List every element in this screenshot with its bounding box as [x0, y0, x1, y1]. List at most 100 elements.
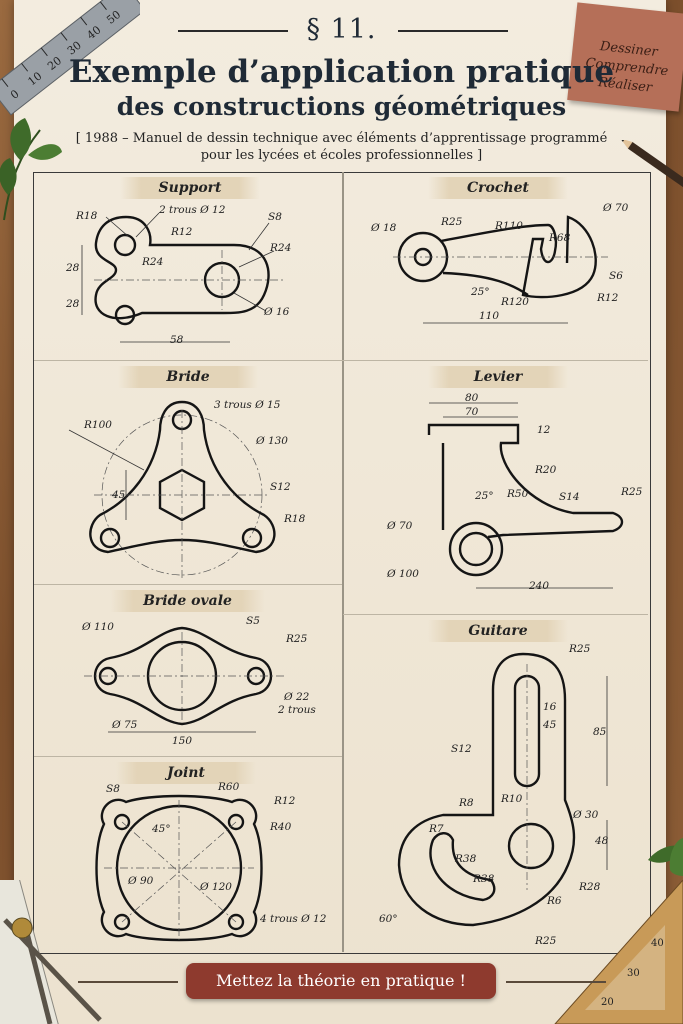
drawing-joint: S8 R60 R12 45° R40 Ø 90 Ø 120 4 trous Ø … — [95, 781, 327, 942]
dim-label: 25° — [474, 490, 494, 502]
dim-label: R40 — [269, 821, 292, 833]
footer-rule — [506, 981, 606, 983]
dim-label: S8 — [106, 783, 120, 795]
dim-label: 28 — [65, 262, 80, 274]
dim-label: 25° — [470, 286, 490, 298]
dim-label: R25 — [534, 935, 557, 947]
drawing-bride-ovale: Ø 110 S5 R25 Ø 22 2 trous Ø 75 150 — [81, 615, 316, 747]
panel-title-joint: Joint — [116, 762, 256, 784]
panel-title-crochet: Crochet — [428, 177, 568, 199]
dim-label: 2 trous Ø 12 — [158, 204, 226, 216]
dim-label: S12 — [451, 743, 472, 755]
compass — [0, 880, 102, 1024]
dim-label: 16 — [543, 701, 557, 713]
footer-rule — [78, 981, 178, 983]
dim-label: R68 — [548, 232, 571, 244]
dim-label: R25 — [440, 216, 463, 228]
dim-label: R50 — [506, 488, 529, 500]
dim-label: Ø 18 — [370, 222, 397, 234]
dim-label: 60° — [379, 913, 398, 925]
dim-label: R24 — [269, 242, 291, 254]
section-number: § 11. — [306, 14, 377, 45]
dim-label: R100 — [83, 419, 112, 431]
dim-label: 45° — [151, 823, 171, 835]
drawing-crochet: Ø 70 Ø 18 R25 R110 R68 S6 25° R120 R12 1… — [370, 202, 629, 324]
dim-label: S14 — [559, 491, 580, 503]
dim-label: R6 — [546, 895, 562, 907]
panel-title-support: Support — [120, 177, 260, 199]
dim-label: Ø 16 — [263, 306, 290, 318]
panel-divider — [34, 756, 342, 757]
drawing-support: R18 2 trous Ø 12 S8 R12 R24 R24 28 28 Ø … — [65, 204, 291, 346]
dim-label: 2 trous — [277, 704, 316, 716]
dim-label: S5 — [246, 615, 260, 627]
dim-label: Ø 75 — [111, 719, 138, 731]
dim-label: 240 — [528, 580, 549, 592]
practice-button[interactable]: Mettez la théorie en pratique ! — [186, 963, 496, 999]
dim-label: R25 — [285, 633, 308, 645]
dim-label: Ø 130 — [255, 435, 288, 447]
panel-divider — [343, 614, 648, 615]
paper-sheet — [14, 0, 666, 1024]
dim-label: R38 — [454, 853, 477, 865]
dim-label: 48 — [594, 835, 609, 847]
dim-label: R20 — [534, 464, 557, 476]
subtitle-line: pour les lycées et écoles professionnell… — [200, 148, 483, 163]
dim-label: R28 — [578, 881, 601, 893]
dim-label: 12 — [537, 424, 551, 436]
dim-label: Ø 110 — [81, 621, 114, 633]
dim-label: 4 trous Ø 12 — [259, 913, 327, 925]
dim-label: S8 — [268, 211, 282, 223]
set-square-tick: 40 — [651, 938, 664, 949]
dim-label: R18 — [283, 513, 306, 525]
page-title: Exemple d’application pratique — [68, 54, 615, 90]
panel-divider — [34, 360, 648, 361]
dim-label: Ø 70 — [602, 202, 629, 214]
dim-label: R10 — [500, 793, 523, 805]
dim-label: 85 — [593, 726, 607, 738]
dim-label: S6 — [609, 270, 623, 282]
dim-label: R12 — [273, 795, 296, 807]
dim-label: R8 — [458, 797, 474, 809]
pencil — [620, 140, 683, 195]
page-subtitle: [ 1988 – Manuel de dessin technique avec… — [0, 130, 683, 164]
dim-label: Ø 90 — [127, 875, 154, 887]
panel-divider — [342, 172, 344, 952]
dim-label: S12 — [270, 481, 291, 493]
drawing-guitare: R25 16 45 85 S12 R8 R10 Ø 30 48 R7 R38 R… — [379, 643, 609, 947]
title-rule — [178, 30, 508, 32]
dim-label: R110 — [494, 220, 523, 232]
panel-title-guitare: Guitare — [428, 620, 568, 642]
dim-label: R18 — [75, 210, 98, 222]
dim-label: R24 — [141, 256, 163, 268]
dim-label: 150 — [172, 735, 192, 747]
panel-title-bride: Bride — [118, 366, 258, 388]
dim-label: Ø 30 — [572, 809, 599, 821]
dim-label: 3 trous Ø 15 — [214, 399, 281, 411]
dim-label: Ø 70 — [386, 520, 413, 532]
dim-label: R12 — [170, 226, 193, 238]
dim-label: Ø 100 — [386, 568, 419, 580]
dim-label: 58 — [170, 334, 184, 346]
dim-label: R25 — [568, 643, 591, 655]
dim-label: 45 — [542, 719, 557, 731]
dim-label: Ø 22 — [283, 691, 310, 703]
dim-label: Ø 120 — [199, 881, 232, 893]
leaf-decoration — [0, 118, 62, 221]
dim-label: 70 — [465, 406, 479, 418]
panel-divider — [34, 584, 342, 585]
dim-label: R7 — [428, 823, 444, 835]
subtitle-line: [ 1988 – Manuel de dessin technique avec… — [75, 131, 608, 146]
set-square-tick: 20 — [601, 997, 614, 1008]
dim-label: 110 — [479, 310, 499, 322]
leaf-decoration — [648, 838, 683, 876]
dim-label: 80 — [465, 392, 479, 404]
dim-label: 28 — [65, 298, 80, 310]
set-square: 20 30 40 — [554, 880, 683, 1024]
dim-label: R12 — [596, 292, 619, 304]
panel-title-bride-ovale: Bride ovale — [110, 590, 265, 612]
page-title-line2: des constructions géométriques — [116, 92, 567, 121]
set-square-tick: 30 — [627, 968, 640, 979]
drawing-levier: 80 70 12 R20 R50 25° S14 R25 Ø 70 Ø 100 … — [386, 392, 643, 592]
dim-label: R120 — [500, 296, 529, 308]
